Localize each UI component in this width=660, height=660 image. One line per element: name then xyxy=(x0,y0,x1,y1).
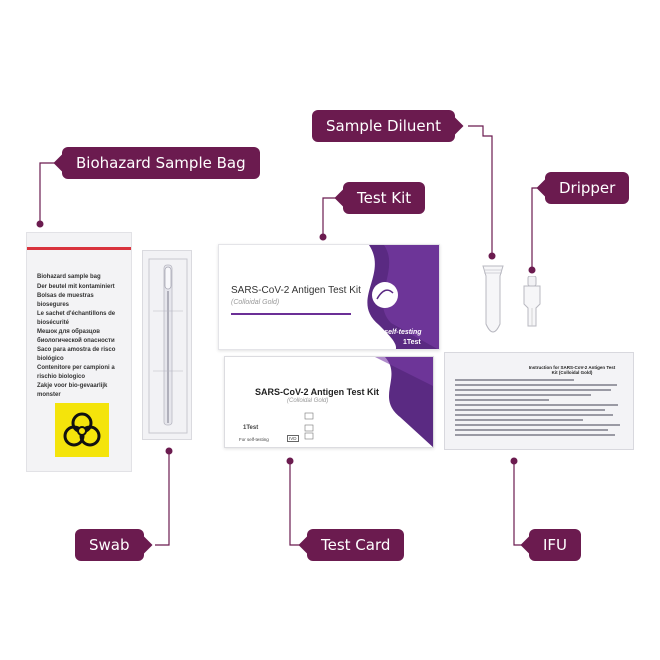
label-test-kit: Test Kit xyxy=(343,182,426,214)
card-ivd: IVD xyxy=(287,435,299,442)
dripper-cap xyxy=(518,275,546,340)
swab-package xyxy=(142,250,192,440)
test-kit-box: SARS-CoV-2 Antigen Test Kit (Colloidal G… xyxy=(218,244,440,350)
kit-title: SARS-CoV-2 Antigen Test Kit xyxy=(231,285,361,296)
card-count: 1Test xyxy=(243,425,259,431)
ifu-header: Instruction for SARS-CoV-2 Antigen Test … xyxy=(528,365,616,375)
label-ifu: IFU xyxy=(529,529,582,561)
label-dripper: Dripper xyxy=(545,172,630,204)
label-test-card: Test Card xyxy=(307,529,405,561)
test-card-pouch: SARS-CoV-2 Antigen Test Kit (Colloidal G… xyxy=(224,356,434,448)
biohazard-sample-bag: Biohazard sample bag Der beutel mit kont… xyxy=(26,232,132,472)
label-swab: Swab xyxy=(75,529,144,561)
kit-purple-wave xyxy=(231,245,439,349)
label-biohazard-bag: Biohazard Sample Bag xyxy=(62,147,260,179)
kit-self-testing: For self-testing xyxy=(371,329,422,336)
biohazard-symbol-icon xyxy=(55,403,109,457)
label-sample-diluent: Sample Diluent xyxy=(312,110,456,142)
bag-text: Biohazard sample bag Der beutel mit kont… xyxy=(37,274,116,398)
card-subtitle: (Colloidal Gold) xyxy=(287,398,329,404)
card-purple-wave xyxy=(304,357,433,447)
card-self-testing: For self-testing xyxy=(239,437,269,442)
ifu-body-lines xyxy=(455,379,625,439)
ifu-leaflet: Instruction for SARS-CoV-2 Antigen Test … xyxy=(444,352,634,450)
sample-diluent-vial xyxy=(480,262,506,346)
card-title: SARS-CoV-2 Antigen Test Kit xyxy=(255,387,380,397)
kit-count: 1Test xyxy=(403,339,421,346)
kit-subtitle: (Colloidal Gold) xyxy=(231,299,280,306)
bag-zip-seal xyxy=(27,247,131,250)
